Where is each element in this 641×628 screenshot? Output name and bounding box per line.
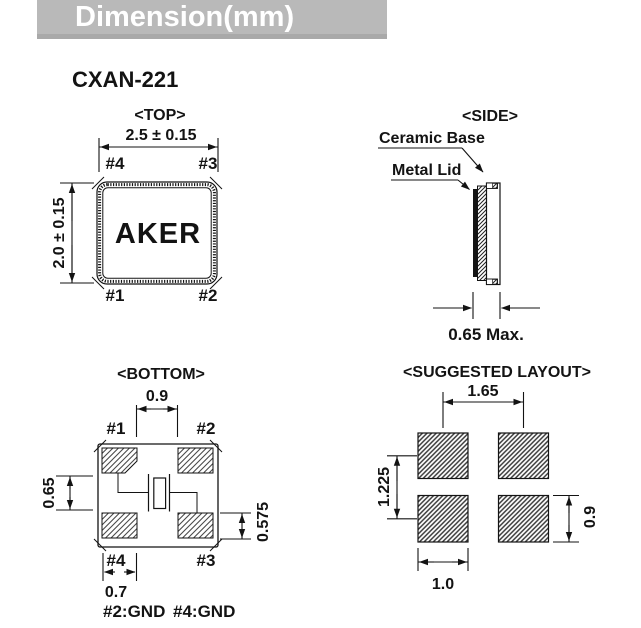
bottom-pin3-label: #3 [197,551,216,570]
layout-pad-width-label: 1.0 [432,576,454,593]
crystal-element [153,477,167,510]
pad-width-label: 0.7 [105,584,127,601]
pad-2 [177,447,214,474]
side-view-title: <SIDE> [462,108,518,125]
dimension-lines [417,548,469,571]
top-view-title: <TOP> [134,107,185,124]
top-view-width-dim-label: 2.5 ± 0.15 [125,127,196,144]
bottom-pin4-label: #4 [107,551,126,570]
gnd-note-pin2: #2:GND [103,602,165,621]
corner-chamfer-ticks [93,439,223,552]
top-view: <TOP> 2.5 ± 0.15 #4 #3 AKER 2.0 ± [51,107,223,305]
layout-pads [417,432,550,543]
crystal-wires [117,473,198,513]
leader-arrow [461,147,484,173]
dimension-lines [220,512,251,540]
package-outline [97,443,219,548]
brand-marking: AKER [115,218,201,250]
extension-lines [472,292,501,319]
package-seam-band [98,183,216,283]
layout-pad-bottom-right [497,494,550,543]
bottom-view: <BOTTOM> 0.9 #1 #2 [41,366,272,621]
crystal-symbol [117,473,198,513]
pad-width-dimension [102,553,138,581]
pad-gap-y-dimension [56,475,93,511]
ceramic-base-label: Ceramic Base [379,130,485,147]
package-outer-edge [96,181,218,285]
top-castellation [486,182,498,189]
metal-lid-label: Metal Lid [392,162,461,179]
pad-gap-y-label: 0.65 [41,477,58,508]
bottom-pin1-label: #1 [107,419,126,438]
dimension-lines [553,494,579,543]
top-pin2-label: #2 [199,286,218,305]
side-view-thickness-dimension [433,292,540,319]
section-header: Dimension(mm) [37,0,387,39]
pad-gap-x-dimension [135,405,179,437]
lid-seam-hatch-bar [477,185,487,281]
layout-view: <SUGGESTED LAYOUT> 1.65 1.225 [376,364,599,593]
top-pin1-label: #1 [106,286,125,305]
top-view-package-outline [91,176,223,290]
pitch-x-label: 1.65 [467,383,498,400]
top-view-height-dim-label: 2.0 ± 0.15 [51,197,68,268]
side-view-package [473,182,501,286]
top-view-height-dimension [60,182,94,284]
pitch-x-dimension [442,392,525,428]
bottom-view-package [93,439,223,552]
top-castellation-hatch [492,183,498,189]
pitch-y-dimension [387,455,417,520]
pad-4 [101,512,138,539]
top-pin4-label: #4 [106,154,125,173]
dimension-lines [56,475,93,511]
leader-arrow [457,179,470,190]
layout-pad-top-right [497,432,550,480]
bottom-view-pads [101,447,214,539]
part-number: CXAN-221 [72,67,179,92]
ceramic-base-leader [378,147,484,173]
top-pin3-label: #3 [199,154,218,173]
metal-lid-bar [473,189,478,277]
pad-height-dimension [220,512,251,540]
layout-pad-height-label: 0.9 [582,506,599,528]
pad-1 [101,447,138,474]
crystal-electrodes [147,474,171,512]
side-view: <SIDE> Ceramic Base Metal Lid [378,108,540,344]
section-title: Dimension(mm) [75,1,295,33]
bottom-pin2-label: #2 [197,419,216,438]
layout-pad-width-dimension [417,548,469,571]
corner-chamfer-ticks [91,176,223,290]
ceramic-base-body [485,182,501,286]
bottom-castellation-hatch [492,279,498,285]
pitch-y-label: 1.225 [376,467,393,507]
top-view-width-dimension [98,138,219,172]
dimension-lines [135,405,179,437]
pad-height-label: 0.575 [255,502,272,542]
layout-pad-height-dimension [553,494,579,543]
layout-pad-bottom-left [417,494,469,543]
pad-3 [177,512,214,539]
bottom-view-title: <BOTTOM> [117,366,205,383]
package-inner-edge [102,187,212,279]
side-view-thickness-label: 0.65 Max. [448,325,524,344]
bottom-castellation [486,278,498,285]
layout-view-title: <SUGGESTED LAYOUT> [403,364,591,381]
gnd-note-pin4: #4:GND [173,602,235,621]
metal-lid-leader [391,179,470,190]
pad-gap-x-label: 0.9 [146,388,168,405]
layout-pad-top-left [417,432,469,480]
extension-lines [102,553,138,581]
